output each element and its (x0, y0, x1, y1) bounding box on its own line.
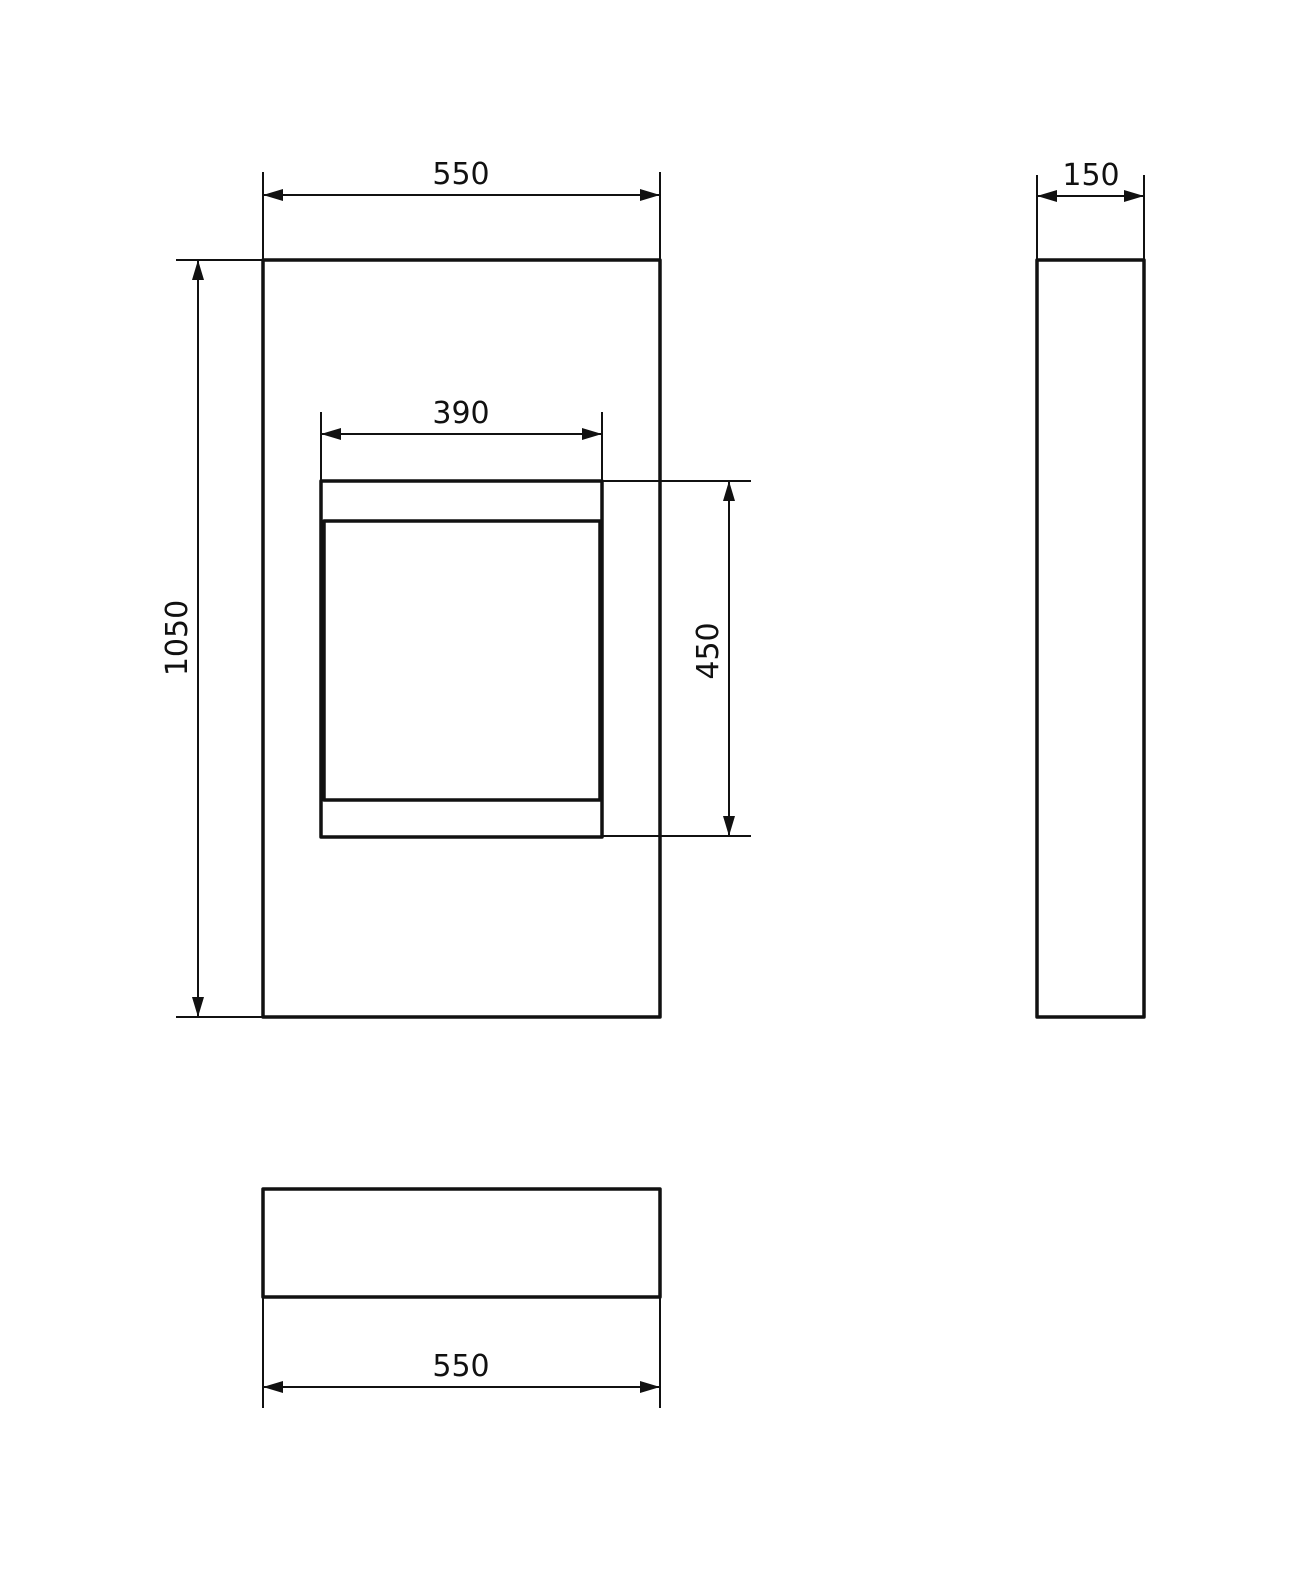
arrow-icon (1124, 190, 1144, 202)
side-view (1035, 258, 1146, 1019)
dimension-front-width: 550 (262, 157, 661, 260)
front-outer-panel (261, 258, 662, 1019)
front-opening-glass (322, 519, 602, 802)
dimension-top-width: 550 (262, 1297, 661, 1408)
dimension-opening-height: 450 (602, 480, 751, 837)
dimension-label-opening-height: 450 (691, 622, 726, 679)
dimension-label-top-width: 550 (432, 1349, 489, 1384)
top-panel (261, 1187, 662, 1299)
dimension-label-side-depth: 150 (1062, 158, 1119, 193)
arrow-icon (640, 1381, 660, 1393)
dimension-front-height: 1050 (160, 259, 263, 1018)
arrow-icon (582, 428, 602, 440)
arrow-icon (723, 816, 735, 836)
dimension-label-front-height: 1050 (160, 600, 195, 676)
arrow-icon (263, 1381, 283, 1393)
front-view (261, 258, 662, 1019)
dimension-label-opening-width: 390 (432, 396, 489, 431)
front-opening-frame (319, 479, 604, 839)
dimension-opening-width: 390 (320, 396, 603, 481)
arrow-icon (640, 189, 660, 201)
arrow-icon (192, 997, 204, 1017)
side-panel (1035, 258, 1146, 1019)
arrow-icon (1037, 190, 1057, 202)
top-view (261, 1187, 662, 1299)
arrow-icon (321, 428, 341, 440)
dimension-label-front-width: 550 (432, 157, 489, 192)
arrow-icon (263, 189, 283, 201)
arrow-icon (192, 260, 204, 280)
dimension-side-depth: 150 (1036, 158, 1145, 260)
arrow-icon (723, 481, 735, 501)
